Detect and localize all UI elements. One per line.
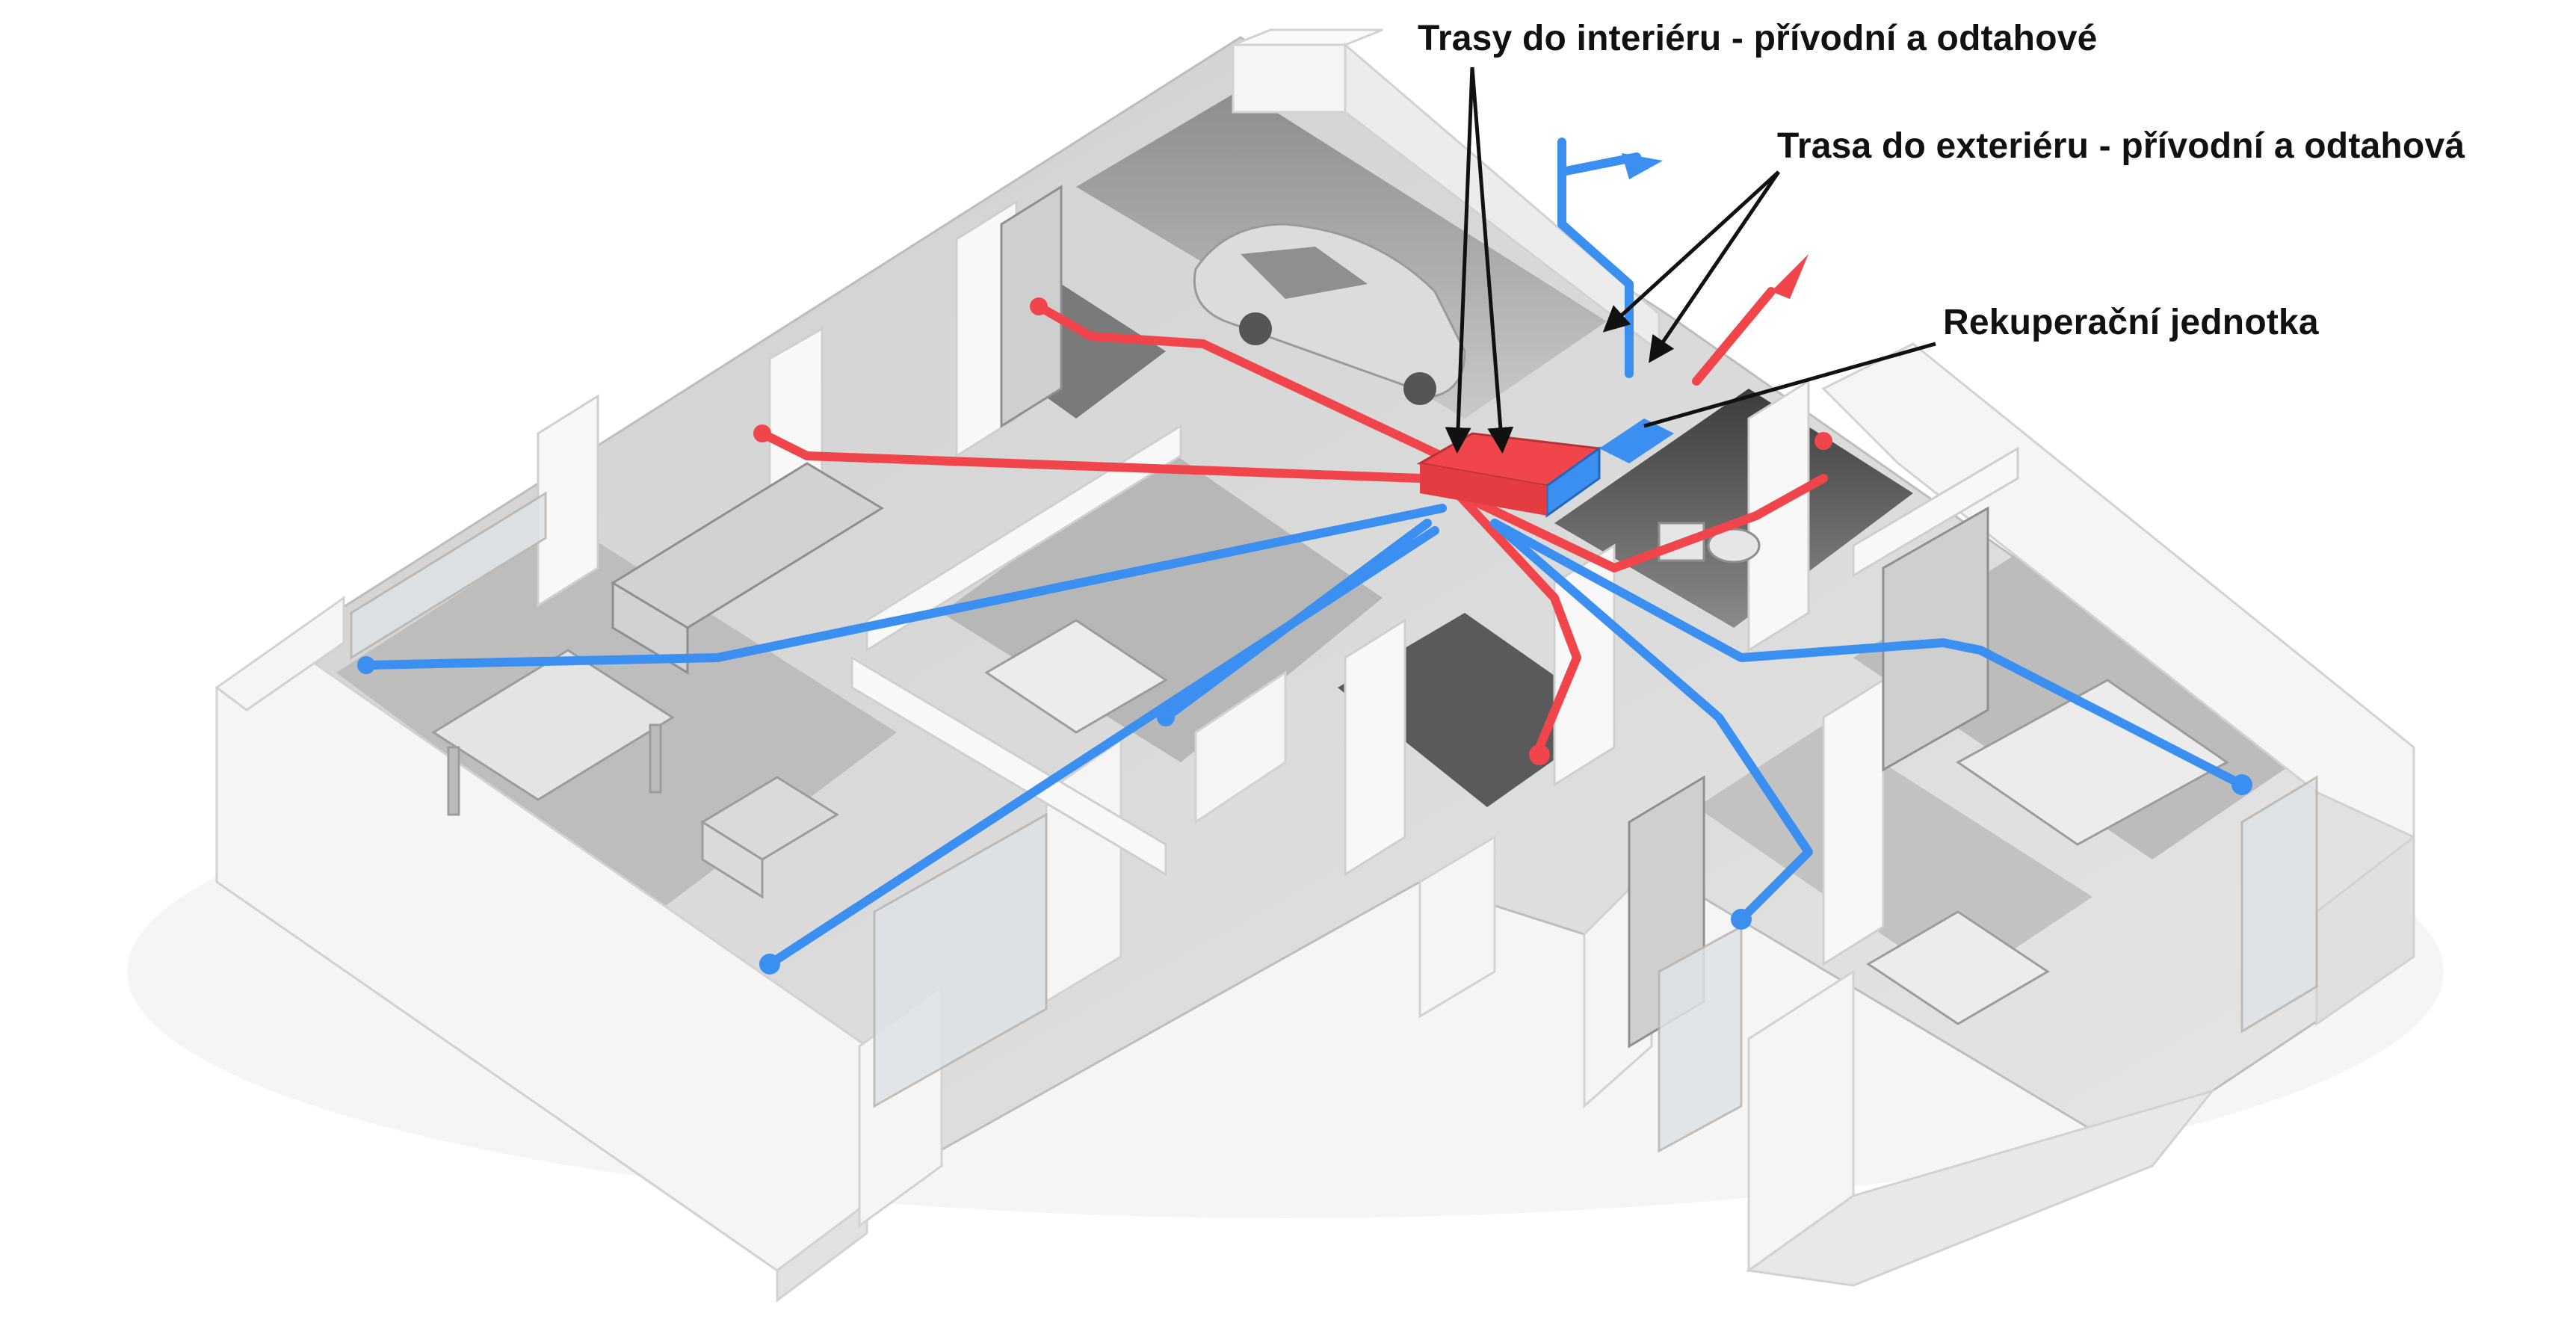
label-exterior-route: Trasa do exteriéru - přívodní a odtahová bbox=[1777, 126, 2465, 167]
exhaust-outlet-arrow bbox=[1771, 254, 1809, 299]
label-interior-routes: Trasy do interiéru - přívodní a odtahové bbox=[1418, 18, 2098, 59]
supply-inlet-arrow bbox=[1622, 153, 1663, 179]
label-recovery-unit: Rekuperační jednotka bbox=[1943, 302, 2319, 343]
